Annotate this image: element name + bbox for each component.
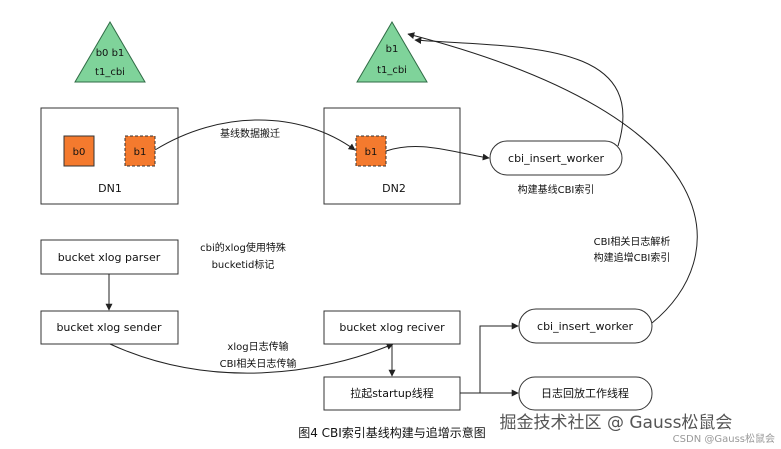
dn2-node: b1 DN2 (323, 107, 461, 205)
triangle-right-line1: b1 (386, 44, 399, 55)
dn1-label: DN1 (98, 182, 122, 195)
edge-xlog-transfer-line1: xlog日志传输 (227, 340, 288, 353)
dn2-box (323, 107, 461, 205)
edge-worker-to-triangle (414, 36, 624, 147)
triangle-left-line2: t1_cbi (95, 67, 125, 78)
dn2-block-b1-label: b1 (365, 147, 378, 158)
sender-label: bucket xlog sender (56, 321, 162, 334)
receiver-box (323, 310, 461, 345)
triangle-left-shape (74, 21, 146, 83)
dn1-block-b1-label: b1 (134, 147, 147, 158)
triangle-left-line1: b0 b1 (96, 48, 125, 59)
edge-b1-to-worker (385, 146, 490, 161)
cbi-worker-top-label: cbi_insert_worker (508, 152, 604, 165)
parser-note-line2: bucketid标记 (212, 259, 275, 271)
watermark-sub: CSDN @Gauss松鼠会 (673, 432, 775, 445)
dn1-node: b0 b1 DN1 (40, 107, 179, 205)
dn1-block-b0 (63, 135, 95, 167)
edge-xlog-transfer (109, 343, 394, 374)
cbi-worker-bottom (518, 308, 653, 344)
edge-cbi-parse (407, 32, 698, 324)
edge-startup-to-cbi-worker (460, 322, 519, 394)
figure-caption: 图4 CBI索引基线构建与追增示意图 (298, 425, 486, 440)
replay-worker (518, 376, 653, 411)
triangle-right-shape (356, 21, 428, 83)
startup-label: 拉起startup线程 (350, 386, 434, 400)
dn2-label: DN2 (382, 182, 406, 195)
triangle-right-line2: t1_cbi (377, 65, 407, 76)
dn1-block-b1 (124, 135, 156, 167)
watermark-main: 掘金技术社区 @ Gauss松鼠会 (500, 413, 733, 433)
cbi-worker-top (489, 140, 623, 176)
sender-box (40, 310, 179, 345)
cbi-worker-top-caption: 构建基线CBI索引 (518, 183, 595, 196)
shard-triangle-left: b0 b1 t1_cbi (74, 21, 146, 83)
replay-worker-label: 日志回放工作线程 (541, 386, 629, 400)
edge-cbi-parse-line2: 构建追增CBI索引 (594, 251, 671, 264)
dn1-block-b0-label: b0 (73, 147, 86, 158)
receiver-label: bucket xlog reciver (339, 321, 445, 334)
shard-triangle-right: b1 t1_cbi (356, 21, 428, 83)
edge-baseline-move (154, 119, 356, 151)
parser-box (40, 239, 179, 275)
edge-cbi-parse-line1: CBI相关日志解析 (594, 235, 671, 248)
edge-baseline-move-label: 基线数据搬迁 (220, 127, 280, 140)
edge-xlog-transfer-line2: CBI相关日志传输 (220, 357, 297, 370)
parser-label: bucket xlog parser (58, 251, 161, 264)
parser-note-line1: cbi的xlog使用特殊 (200, 241, 286, 254)
cbi-worker-bottom-label: cbi_insert_worker (537, 320, 633, 333)
